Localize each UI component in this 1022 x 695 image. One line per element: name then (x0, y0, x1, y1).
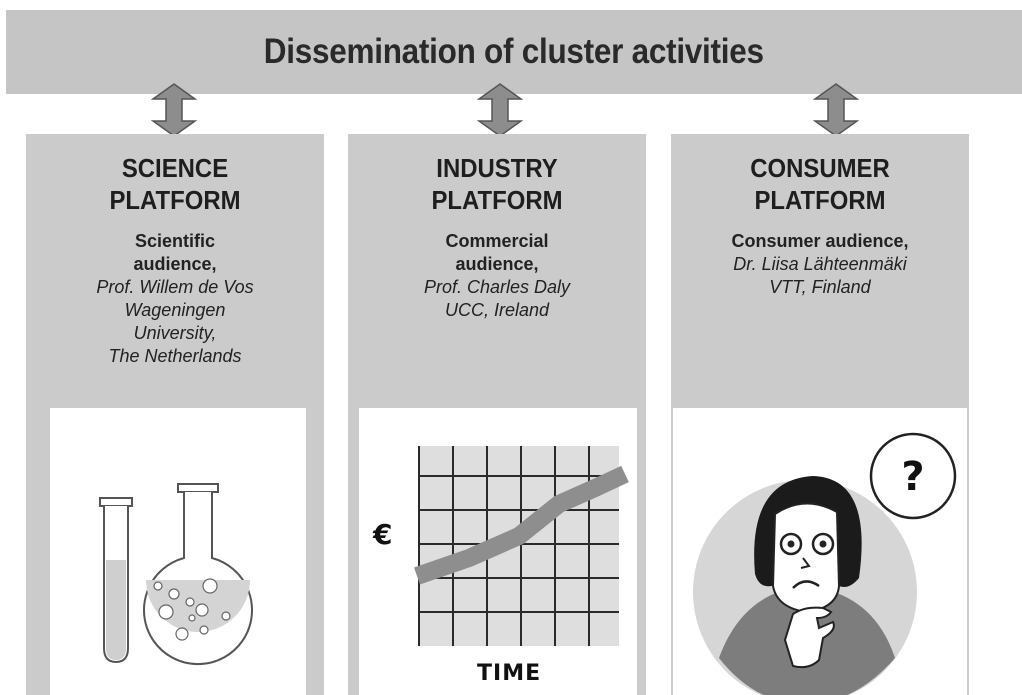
contact-text: Dr. Liisa Lähteenmäki VTT, Finland (733, 254, 907, 297)
double-arrow-icon (477, 83, 523, 137)
growth-trend-line (414, 465, 629, 585)
double-arrow-icon (151, 83, 197, 137)
banner: Dissemination of cluster activities (6, 10, 1022, 94)
panel-title: SCIENCE PLATFORM (109, 153, 241, 215)
science-platform-panel: SCIENCE PLATFORM Scientific audience, Pr… (26, 134, 324, 695)
contact-text: Prof. Willem de Vos Wageningen Universit… (96, 277, 254, 366)
flask-icon (143, 483, 253, 666)
panel-description: Commercial audience, Prof. Charles Daly … (348, 230, 646, 322)
puzzled-person-illustration: ? (673, 408, 967, 695)
double-arrow-icon (813, 83, 859, 137)
contact-text: Prof. Charles Daly UCC, Ireland (423, 277, 571, 320)
panel-title: CONSUMER PLATFORM (750, 153, 890, 215)
audience-label: Scientific audience, (133, 231, 217, 274)
industry-platform-panel: INDUSTRY PLATFORM Commercial audience, P… (348, 134, 646, 695)
question-bubble (869, 432, 957, 520)
panel-description: Scientific audience, Prof. Willem de Vos… (26, 230, 324, 368)
consumer-platform-panel: CONSUMER PLATFORM Consumer audience, Dr.… (671, 134, 969, 695)
chart-x-label: TIME (477, 661, 541, 686)
banner-title: Dissemination of cluster activities (264, 32, 764, 71)
panel-title: INDUSTRY PLATFORM (431, 153, 563, 215)
question-mark: ? (901, 454, 924, 500)
audience-label: Commercial audience, (445, 231, 549, 274)
growth-chart-illustration: € TIME (359, 408, 637, 695)
lab-glassware-illustration (50, 408, 306, 695)
panel-description: Consumer audience, Dr. Liisa Lähteenmäki… (671, 230, 969, 299)
test-tube-icon (99, 497, 133, 664)
chart-y-label: € (372, 518, 392, 551)
audience-label: Consumer audience, (731, 231, 909, 251)
